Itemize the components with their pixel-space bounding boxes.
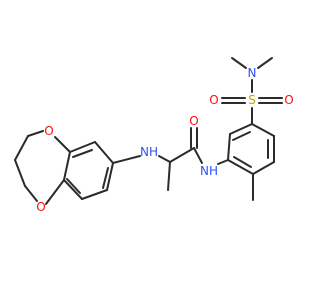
atom-o-ring-bottom: O: [36, 200, 45, 214]
bond: [252, 161, 275, 175]
bond: [158, 155, 171, 163]
bond: [72, 149, 93, 158]
bond: [14, 159, 26, 187]
bond: [102, 167, 109, 189]
bond: [251, 123, 275, 137]
bond: [14, 135, 29, 161]
bond: [69, 141, 96, 153]
bond: [106, 162, 114, 191]
atom-nh-amide: NH: [200, 164, 218, 178]
atom-n-dimethyl: N: [248, 66, 257, 80]
bond: [63, 179, 83, 200]
bond: [54, 136, 71, 153]
bond: [94, 141, 114, 164]
bond: [81, 189, 108, 200]
bond: [227, 159, 254, 175]
atom-s-sulfonyl: S: [248, 93, 256, 107]
atom-o-sulfonyl-left: O: [209, 93, 218, 107]
atom-o-sulfonyl-right: O: [284, 93, 293, 107]
atom-label-layer: O O NH O NH S O O N: [36, 66, 293, 214]
bond-layer: [14, 57, 283, 205]
bond: [167, 161, 171, 191]
bond: [231, 57, 247, 69]
bond: [232, 131, 251, 141]
bond: [24, 185, 38, 202]
bond: [27, 130, 44, 137]
bond: [193, 147, 203, 164]
bond: [233, 156, 252, 168]
atom-o-ring-top: O: [44, 124, 53, 138]
molecule-structure: O O NH O NH S O O N: [14, 57, 294, 214]
bond: [112, 155, 141, 164]
bond: [169, 147, 195, 163]
atom-o-carbonyl: O: [189, 114, 198, 128]
bond: [66, 178, 81, 194]
bond: [227, 133, 231, 161]
bond: [217, 159, 229, 165]
bond: [45, 179, 65, 205]
bond: [63, 151, 71, 181]
atom-nh-amine: NH: [140, 145, 158, 159]
bond: [257, 57, 273, 69]
bond: [229, 123, 253, 135]
